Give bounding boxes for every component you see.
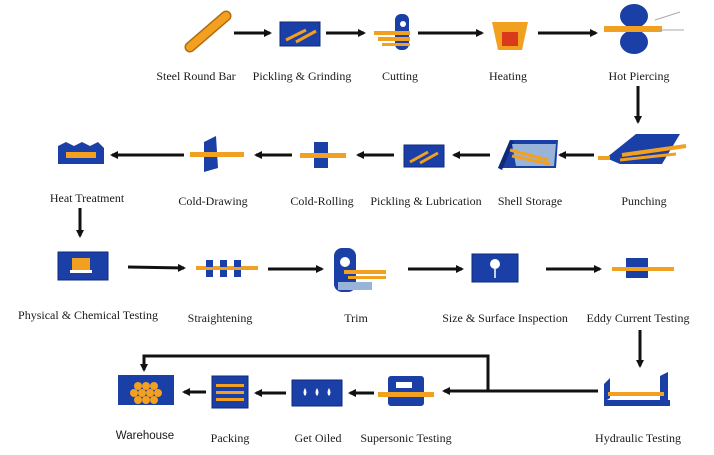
label-pickling-lubrication: Pickling & Lubrication xyxy=(370,194,482,208)
label-packing: Packing xyxy=(210,431,250,445)
label-cutting: Cutting xyxy=(381,69,419,83)
label-supersonic-testing: Supersonic Testing xyxy=(360,431,452,445)
trim-icon xyxy=(334,248,386,292)
heat-treatment-icon xyxy=(58,142,104,164)
packing-icon xyxy=(211,375,249,409)
shell-storage-icon xyxy=(498,140,558,170)
label-cold-drawing: Cold-Drawing xyxy=(178,194,248,208)
label-size-surface-inspection: Size & Surface Inspection xyxy=(442,311,568,325)
label-steel-round-bar: Steel Round Bar xyxy=(156,69,236,83)
warehouse-icon xyxy=(118,375,174,405)
label-punching: Punching xyxy=(621,194,667,208)
pickling-grinding-icon xyxy=(279,21,321,47)
punching-icon xyxy=(598,134,687,164)
arrow xyxy=(127,263,186,272)
size-surface-inspection-icon xyxy=(471,253,519,283)
heating-furnace-icon xyxy=(492,22,528,50)
steel-round-bar-icon xyxy=(184,10,232,53)
cold-drawing-icon xyxy=(190,136,244,172)
physical-chemical-testing-icon xyxy=(57,251,109,281)
cutting-icon xyxy=(374,14,410,50)
label-heat-treatment: Heat Treatment xyxy=(49,191,125,205)
label-physical-chemical-testing: Physical & Chemical Testing xyxy=(18,308,158,322)
label-eddy-current-testing: Eddy Current Testing xyxy=(586,311,690,325)
label-cold-rolling: Cold-Rolling xyxy=(290,194,354,208)
pickling-lubrication-icon xyxy=(403,144,445,168)
label-trim: Trim xyxy=(344,311,368,325)
supersonic-testing-icon xyxy=(378,376,434,406)
label-hydraulic-testing: Hydraulic Testing xyxy=(595,431,681,445)
hot-piercing-icon xyxy=(604,4,684,54)
hydraulic-testing-icon xyxy=(604,372,670,406)
return-line xyxy=(140,354,490,391)
label-straightening: Straightening xyxy=(187,311,253,325)
get-oiled-icon xyxy=(291,379,343,407)
cold-rolling-icon xyxy=(300,142,346,168)
eddy-current-testing-icon xyxy=(612,258,674,278)
label-warehouse: Warehouse xyxy=(115,430,175,442)
straightening-icon xyxy=(196,260,258,277)
label-get-oiled: Get Oiled xyxy=(294,431,342,445)
label-hot-piercing: Hot Piercing xyxy=(608,69,670,83)
label-heating: Heating xyxy=(489,69,527,83)
label-shell-storage: Shell Storage xyxy=(497,194,563,208)
label-pickling-grinding: Pickling & Grinding xyxy=(252,69,352,83)
